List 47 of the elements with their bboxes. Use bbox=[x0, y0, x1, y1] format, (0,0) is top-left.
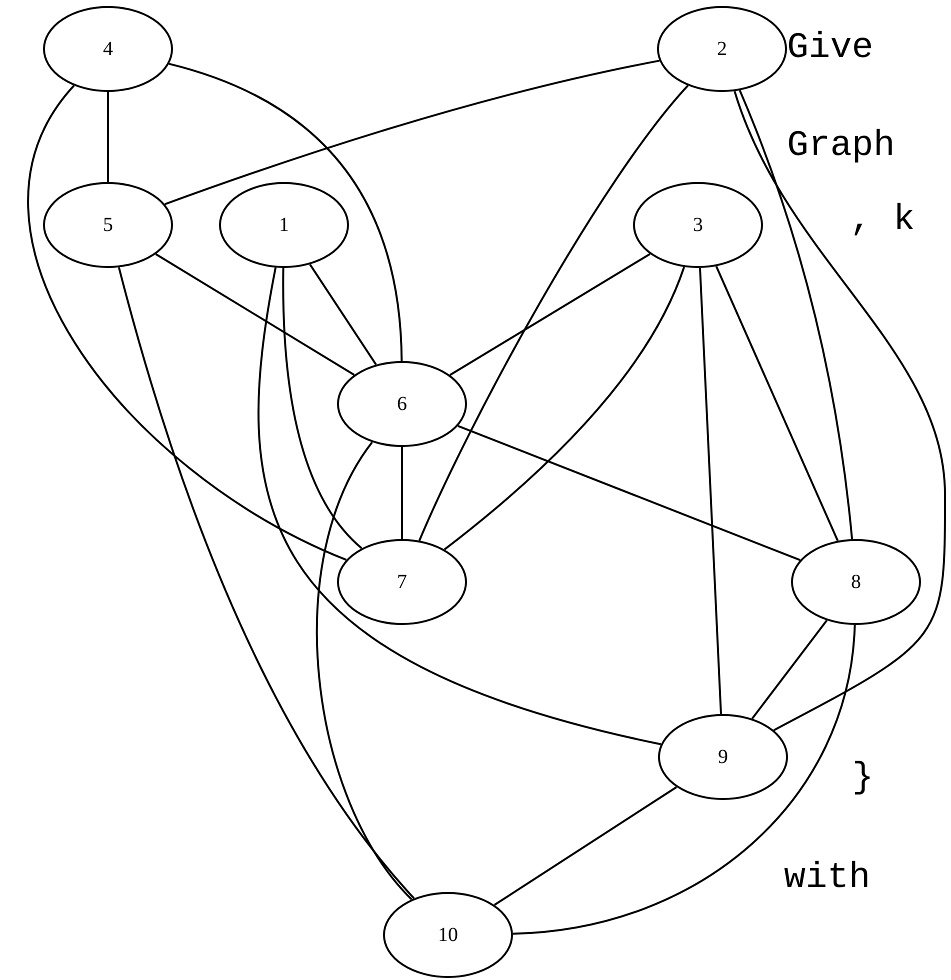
graph-node bbox=[658, 714, 788, 800]
graph-edge bbox=[512, 624, 856, 935]
graph-edge bbox=[751, 620, 828, 720]
graph-edge bbox=[715, 266, 839, 542]
code-text: Graph bbox=[787, 128, 896, 164]
graph-node bbox=[633, 182, 763, 268]
graph-edge bbox=[155, 253, 355, 376]
graph-edge bbox=[316, 442, 412, 900]
graph-edge bbox=[168, 62, 403, 362]
graph-edge bbox=[164, 60, 660, 206]
graph-edge bbox=[401, 447, 403, 539]
graph-node bbox=[43, 182, 173, 268]
graph-edge bbox=[444, 266, 686, 550]
graph-edge bbox=[309, 264, 377, 366]
node-number: 1 bbox=[279, 214, 289, 236]
node-number: 3 bbox=[693, 214, 703, 236]
code-text: } bbox=[852, 760, 874, 796]
node-number: 2 bbox=[717, 38, 727, 60]
graph-edge bbox=[458, 424, 800, 562]
node-number: 10 bbox=[438, 924, 458, 946]
node-number: 4 bbox=[103, 38, 113, 60]
graph-edge bbox=[282, 268, 362, 549]
graph-node bbox=[791, 539, 921, 625]
node-number: 6 bbox=[397, 392, 407, 416]
graph-edge bbox=[699, 268, 722, 714]
graph-edge bbox=[118, 267, 415, 899]
graph-edge bbox=[27, 85, 347, 561]
graph-edge bbox=[418, 84, 689, 541]
node-number: 9 bbox=[718, 746, 728, 768]
graph-edge bbox=[107, 92, 109, 182]
node-number: 8 bbox=[851, 570, 861, 594]
graph-edge bbox=[738, 90, 854, 540]
code-text: , k bbox=[850, 202, 915, 238]
graph-node bbox=[219, 182, 349, 268]
graph-edge bbox=[449, 253, 651, 376]
code-text: with bbox=[784, 860, 870, 896]
graph-edge bbox=[494, 786, 678, 906]
graph-edge bbox=[258, 267, 662, 746]
code-text: Give bbox=[787, 30, 874, 66]
node-number: 7 bbox=[397, 570, 407, 594]
node-number: 5 bbox=[103, 214, 113, 236]
graph-node bbox=[657, 6, 787, 92]
graph-node bbox=[43, 6, 173, 92]
graph-node bbox=[337, 361, 467, 447]
graph-node bbox=[337, 539, 467, 625]
graph-node bbox=[383, 892, 513, 978]
graph-edge bbox=[734, 90, 946, 732]
